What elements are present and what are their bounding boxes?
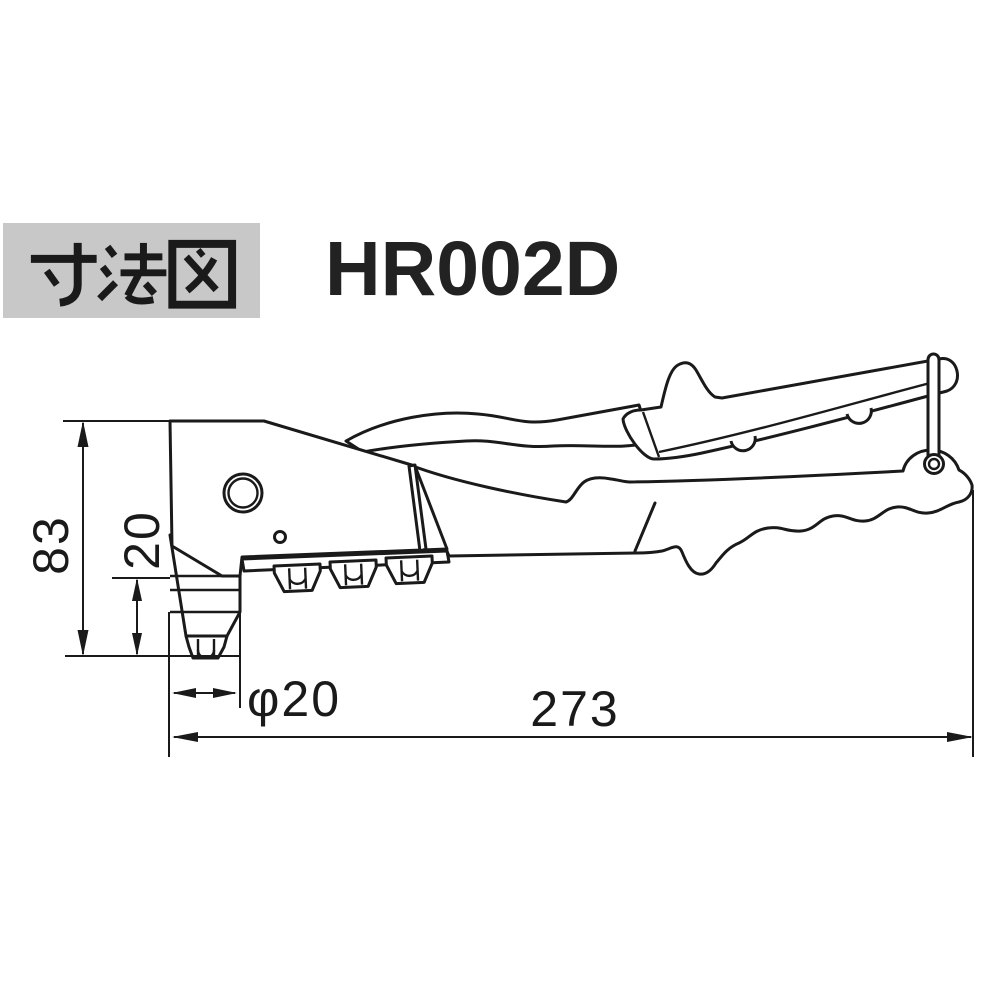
dimension-drawing-badge: 寸法図 bbox=[3, 223, 260, 318]
upper-handle-left-fold bbox=[641, 411, 661, 458]
dim-nose-height-label: 20 bbox=[114, 510, 170, 570]
arrowhead bbox=[172, 688, 196, 698]
nose-tip-nut bbox=[184, 634, 229, 660]
dim-height-label: 83 bbox=[23, 515, 79, 575]
pivot-hole-inner bbox=[227, 477, 259, 509]
grip-boundary-line bbox=[633, 501, 657, 553]
arrowhead bbox=[77, 630, 89, 656]
eyelet-inner-ring bbox=[927, 457, 941, 471]
upper-handle-rivet-bump-2 bbox=[845, 407, 873, 425]
upper-handle-rivet-bump-1 bbox=[729, 435, 757, 453]
upper-arm-linkage bbox=[344, 403, 653, 454]
model-number: HR002D bbox=[325, 226, 621, 312]
eyelet-outer-ring bbox=[923, 453, 945, 475]
dim-length-label: 273 bbox=[530, 681, 619, 737]
arrowhead bbox=[132, 633, 142, 656]
dimension-annotations: 83 20 φ20 273 bbox=[23, 420, 974, 757]
badge-kanji-strokes bbox=[30, 239, 237, 309]
pin-hole bbox=[273, 530, 287, 544]
arrowhead bbox=[132, 578, 142, 601]
arrowhead bbox=[77, 421, 89, 447]
arrowhead bbox=[172, 732, 198, 742]
retaining-rod bbox=[926, 352, 941, 470]
arrowhead bbox=[213, 688, 237, 698]
link-strut bbox=[407, 463, 428, 553]
dim-nose-diameter-label: φ20 bbox=[247, 671, 341, 727]
arrowhead bbox=[947, 732, 973, 742]
upper-handle-inner-fold bbox=[658, 379, 939, 454]
lower-handle bbox=[408, 448, 974, 576]
nose-tip-dome bbox=[196, 649, 216, 660]
head-casing bbox=[168, 419, 449, 578]
upper-handle bbox=[621, 357, 959, 461]
